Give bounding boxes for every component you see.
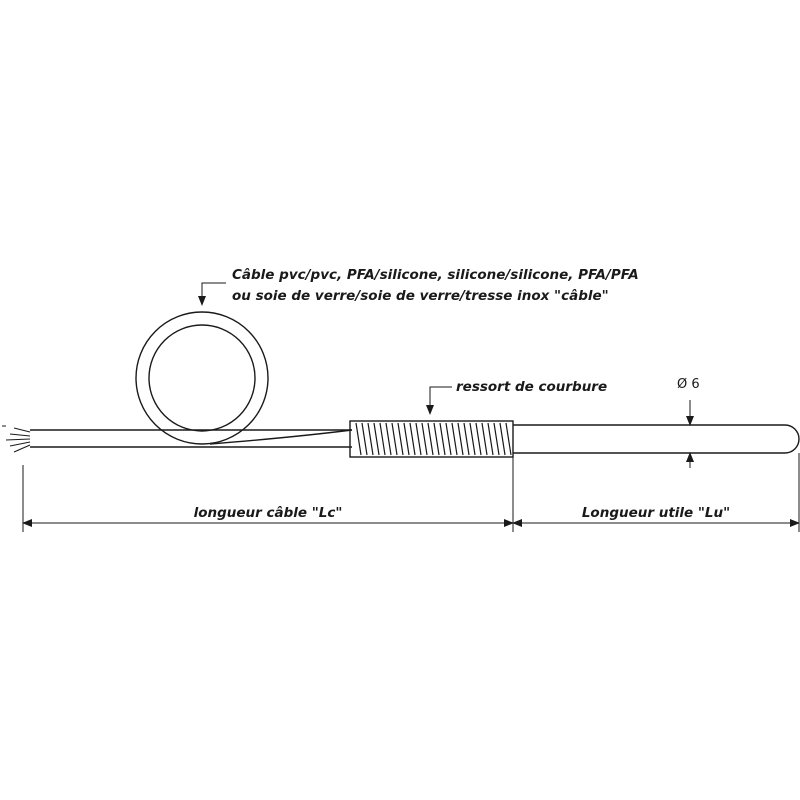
cable-label-line1: Câble pvc/pvc, PFA/silicone, silicone/si… (232, 267, 639, 283)
spring-coil (427, 422, 434, 456)
spring-coil (469, 422, 476, 456)
spring-coil (445, 422, 452, 456)
spring-coil (493, 422, 500, 456)
probe-sheath (513, 424, 800, 454)
spring-coil (409, 422, 416, 456)
spring-coil (373, 422, 380, 456)
cable-length-label: longueur câble "Lc" (194, 505, 343, 521)
spring-coil (355, 422, 362, 456)
spring-coil (415, 422, 422, 456)
cable (30, 429, 353, 448)
spring-coil (367, 422, 374, 456)
bending-spring (349, 420, 514, 458)
spring-coil (379, 422, 386, 456)
spring-coil (457, 422, 464, 456)
spring-callout (426, 386, 452, 415)
spring-coil (391, 422, 398, 456)
spring-coil (451, 422, 458, 456)
spring-coil (499, 422, 506, 456)
spring-coil (505, 422, 512, 456)
wire-ends (2, 425, 31, 453)
spring-coil (403, 422, 410, 456)
spring-coil (361, 422, 368, 456)
spring-coil (481, 422, 488, 456)
spring-coil (385, 422, 392, 456)
spring-coil (397, 422, 404, 456)
spring-coil (421, 422, 428, 456)
cable-coil (135, 311, 269, 445)
spring-label: ressort de courbure (456, 379, 607, 395)
spring-coil (475, 422, 482, 456)
cable-callout (198, 282, 226, 306)
diameter-label: Ø 6 (677, 377, 700, 392)
spring-coil (439, 422, 446, 456)
length-dimensions (22, 453, 800, 532)
useful-length-label: Longueur utile "Lu" (582, 505, 730, 521)
spring-coil (463, 422, 470, 456)
cable-label-line2: ou soie de verre/soie de verre/tresse in… (232, 288, 609, 304)
spring-coil (487, 422, 494, 456)
spring-coil (433, 422, 440, 456)
